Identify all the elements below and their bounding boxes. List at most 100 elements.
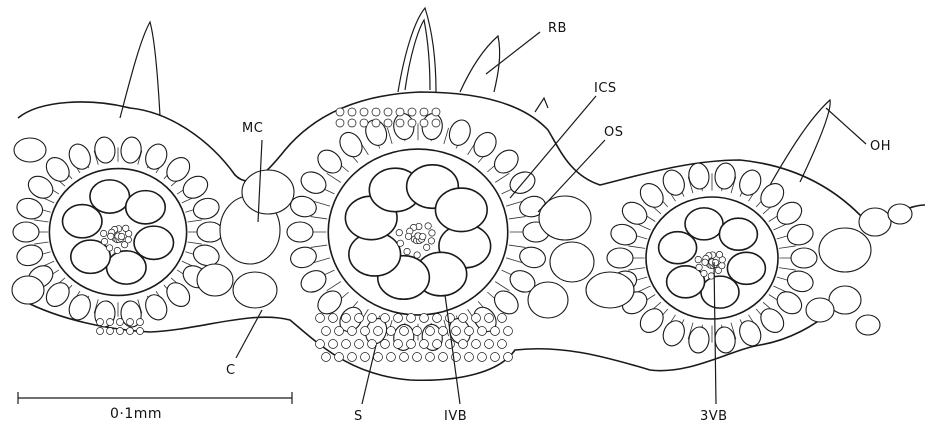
outer-sheath-cell: [288, 245, 318, 271]
mesophyll-spoke: [779, 268, 796, 270]
sclerenchyma-cell: [478, 327, 487, 336]
outer-sheath-cell: [14, 195, 45, 222]
mesophyll-spoke: [187, 242, 201, 244]
outer-sheath-cell: [518, 245, 548, 271]
upper-sclerenchyma-cell: [420, 108, 428, 116]
phloem-cell: [423, 244, 429, 250]
sclerenchyma-cell: [433, 314, 442, 323]
mesophyll-spoke: [311, 245, 328, 247]
outer-sheath-cell: [14, 242, 45, 269]
outer-sheath-cell: [142, 141, 171, 173]
sclerenchyma-cell: [426, 327, 435, 336]
sclerenchyma-cell: [329, 340, 338, 349]
upper-sclerenchyma-cell: [432, 119, 440, 127]
sclerenchyma-cell: [413, 353, 422, 362]
mesophyll-spoke: [509, 217, 526, 219]
sclerenchyma-cell: [420, 314, 429, 323]
sclerenchyma-cell: [433, 340, 442, 349]
sclerenchyma-cell: [459, 340, 468, 349]
phloem-cell: [428, 238, 434, 244]
mesophyll-spoke: [444, 128, 449, 144]
sclerenchyma-cell: [387, 327, 396, 336]
scale-bar: 0·1mm: [18, 392, 292, 422]
leader-rb: [486, 32, 540, 74]
phloem-cell: [712, 259, 718, 265]
sclerenchyma-cell: [498, 340, 507, 349]
outer-sheath-cell: [297, 266, 329, 296]
phloem-cell: [123, 225, 129, 231]
lower-sclerenchyma-cell: [117, 319, 124, 326]
label-ivb: IVB: [444, 409, 467, 424]
vascular-bundle-center: [287, 112, 549, 351]
phloem-cell: [101, 238, 107, 244]
phloem-cell: [425, 223, 431, 229]
sclerenchyma-cell: [452, 327, 461, 336]
mesophyll-cell: [14, 138, 46, 162]
sclerenchyma-cell: [374, 327, 383, 336]
outer-sheath-cell: [65, 141, 94, 173]
sclerenchyma-cell: [485, 314, 494, 323]
phloem-cell: [719, 262, 725, 268]
upper-sclerenchyma-cell: [408, 119, 416, 127]
metaxylem-cell: [134, 226, 174, 259]
mesophyll-spoke: [628, 246, 645, 248]
lower-sclerenchyma-cell: [127, 319, 134, 326]
outer-sheath-cell: [490, 145, 523, 177]
scale-bar-label: 0·1mm: [110, 406, 162, 422]
upper-sclerenchyma-cell: [360, 108, 368, 116]
upper-sclerenchyma-cell: [396, 119, 404, 127]
metaxylem-cell: [685, 208, 723, 240]
outer-sheath-cell: [608, 221, 639, 248]
lower-sclerenchyma-cell: [107, 319, 114, 326]
leader-oh: [826, 108, 866, 144]
mesophyll-cell: [12, 276, 44, 304]
sclerenchyma-cell: [374, 353, 383, 362]
sclerenchyma-cell: [491, 353, 500, 362]
phloem-cell: [429, 230, 435, 236]
mesophyll-cell: [819, 228, 871, 272]
phloem-cell: [106, 245, 112, 251]
mesophyll-spoke: [628, 268, 645, 270]
phloem-cell: [414, 252, 420, 258]
phloem-cell: [396, 229, 402, 235]
sclerenchyma-cell: [459, 314, 468, 323]
upper-sclerenchyma-cell: [336, 119, 344, 127]
metaxylem-cell: [62, 205, 102, 238]
phloem-cell: [702, 259, 708, 265]
sclerenchyma-cell: [348, 353, 357, 362]
sclerenchyma-cell: [355, 340, 364, 349]
label-ics: ICS: [594, 81, 617, 96]
mesophyll-spoke: [495, 173, 509, 182]
phloem-cell: [404, 248, 410, 254]
outer-sheath-cell: [142, 291, 171, 323]
outer-sheath-cell: [490, 286, 523, 318]
mesophyll-cell: [859, 208, 891, 236]
sclerenchyma-cell: [478, 353, 487, 362]
phloem-cell: [420, 233, 426, 239]
sclerenchyma-cell: [361, 353, 370, 362]
sclerenchyma-cell: [420, 340, 429, 349]
mesophyll-spoke: [327, 282, 341, 291]
phloem-cell: [114, 247, 120, 253]
outer-sheath-cell: [335, 128, 366, 161]
sclerenchyma-cell: [394, 340, 403, 349]
sclerenchyma-cell: [465, 353, 474, 362]
trichome-oh: [770, 100, 830, 185]
sclerenchyma-cell: [472, 314, 481, 323]
mesophyll-cell: [586, 272, 634, 308]
mesophyll-cell: [528, 282, 568, 318]
metaxylem-cell: [126, 191, 166, 224]
leader-c: [236, 310, 262, 358]
phloem-cell: [100, 230, 106, 236]
sclerenchyma-cell: [381, 314, 390, 323]
upper-sclerenchyma-cell: [360, 119, 368, 127]
label-oh: OH: [870, 139, 891, 154]
mesophyll-spoke: [779, 246, 796, 248]
lower-sclerenchyma-cell: [127, 328, 134, 335]
sclerenchyma-cell: [400, 327, 409, 336]
phloem-cell: [108, 233, 114, 239]
sclerenchyma-cell: [413, 327, 422, 336]
phloem-cell: [716, 251, 722, 257]
label-rb: RB: [548, 21, 567, 36]
outer-sheath-cell: [607, 248, 633, 268]
